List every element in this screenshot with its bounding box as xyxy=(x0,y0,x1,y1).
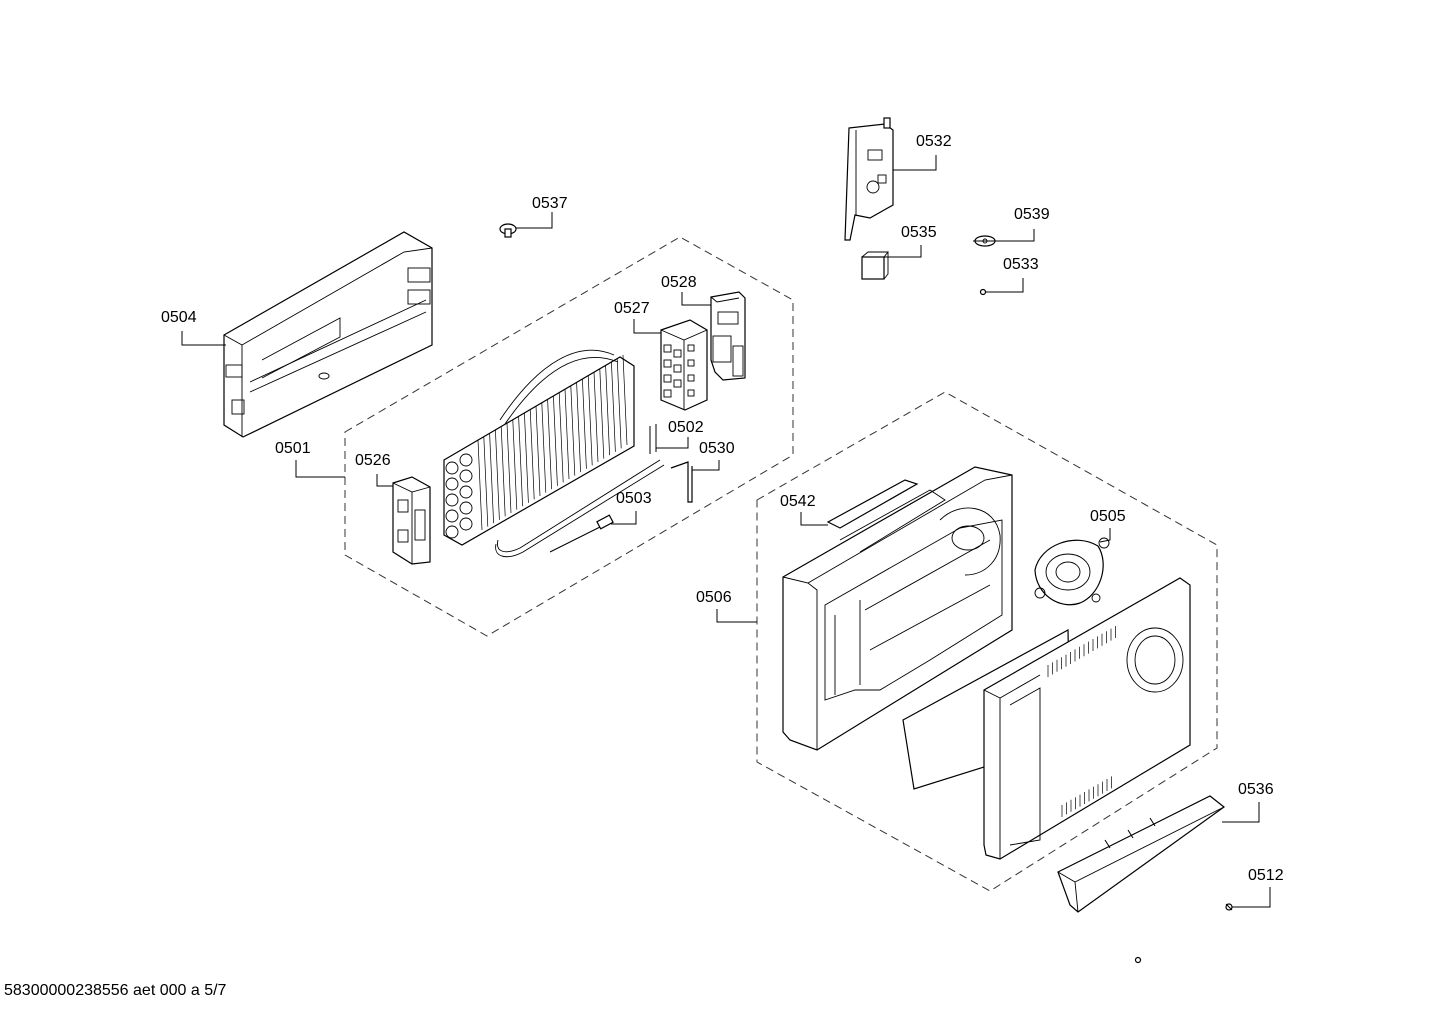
fin-line xyxy=(535,405,541,497)
loose-screw xyxy=(1134,956,1142,964)
fin-line xyxy=(512,419,518,510)
fin-line xyxy=(576,382,581,473)
callout-labels: 0504 0537 0532 0535 0539 0533 0528 0527 … xyxy=(161,133,1284,884)
fin-line xyxy=(500,426,506,517)
evaporator-fins xyxy=(477,354,628,531)
fin-line xyxy=(622,354,628,446)
part-0530-pipe[interactable] xyxy=(670,461,693,503)
fin-line xyxy=(518,416,523,507)
part-0539-sensor[interactable] xyxy=(973,235,997,247)
fin-line xyxy=(570,385,576,476)
label-0526[interactable]: 0526 xyxy=(355,452,391,469)
label-0512[interactable]: 0512 xyxy=(1248,867,1284,884)
part-0501-evaporator[interactable] xyxy=(443,349,665,558)
label-0530[interactable]: 0530 xyxy=(699,440,735,457)
part-0536-trim[interactable] xyxy=(1057,795,1225,913)
fin-line xyxy=(558,392,564,483)
part-0526-holder[interactable] xyxy=(392,476,431,565)
label-0539[interactable]: 0539 xyxy=(1014,206,1050,223)
vent-grille-bottom xyxy=(1061,776,1112,817)
part-0542-seal-strip[interactable] xyxy=(826,479,919,529)
label-0537[interactable]: 0537 xyxy=(532,195,568,212)
fin-line xyxy=(506,422,512,514)
part-0512-screw[interactable] xyxy=(1225,903,1233,911)
fin-line xyxy=(524,412,529,503)
part-0506-duct-cover[interactable] xyxy=(782,466,1013,751)
fin-line xyxy=(616,358,622,449)
label-0535[interactable]: 0535 xyxy=(901,224,937,241)
part-0537-clip[interactable] xyxy=(499,223,517,238)
label-0502[interactable]: 0502 xyxy=(668,419,704,436)
vent-grille-top xyxy=(1047,626,1116,677)
fin-line xyxy=(553,395,558,486)
label-0503[interactable]: 0503 xyxy=(616,490,652,507)
leader-lines xyxy=(181,155,1271,908)
fin-line xyxy=(611,361,616,452)
part-0504-shroud[interactable] xyxy=(223,231,433,438)
fin-line xyxy=(529,409,535,500)
label-0542[interactable]: 0542 xyxy=(780,493,816,510)
label-0506[interactable]: 0506 xyxy=(696,589,732,606)
label-0536[interactable]: 0536 xyxy=(1238,781,1274,798)
fin-line xyxy=(483,436,489,527)
fan-assembly-boundary xyxy=(756,391,1218,892)
fin-line xyxy=(564,388,570,480)
fin-line xyxy=(582,378,587,469)
part-0535-housing[interactable] xyxy=(861,251,889,280)
fin-line xyxy=(599,368,605,459)
label-0527[interactable]: 0527 xyxy=(614,300,650,317)
part-0528-mount[interactable] xyxy=(710,291,746,381)
fin-line xyxy=(547,399,552,490)
fin-line xyxy=(489,433,494,524)
part-0505-fan-motor[interactable] xyxy=(1034,537,1110,606)
fin-line xyxy=(593,371,599,463)
fin-line xyxy=(587,375,593,466)
label-0505[interactable]: 0505 xyxy=(1090,508,1126,525)
label-0533[interactable]: 0533 xyxy=(1003,256,1039,273)
part-0532-bracket[interactable] xyxy=(844,117,894,241)
evaporator-assembly-boundary xyxy=(344,236,794,637)
part-0533-pin[interactable] xyxy=(979,288,987,296)
label-0532[interactable]: 0532 xyxy=(916,133,952,150)
fin-line xyxy=(495,429,500,520)
label-0528[interactable]: 0528 xyxy=(661,274,697,291)
fin-line xyxy=(605,365,610,456)
part-0527-heater-block[interactable] xyxy=(660,319,708,411)
label-0501[interactable]: 0501 xyxy=(275,440,311,457)
rear-cover-panel[interactable] xyxy=(983,577,1191,860)
part-0503-probe[interactable] xyxy=(549,514,614,553)
fin-line xyxy=(477,439,483,531)
fin-line xyxy=(541,402,547,493)
label-0504[interactable]: 0504 xyxy=(161,309,197,326)
document-id: 58300000238556 aet 000 a 5/7 xyxy=(4,982,227,999)
